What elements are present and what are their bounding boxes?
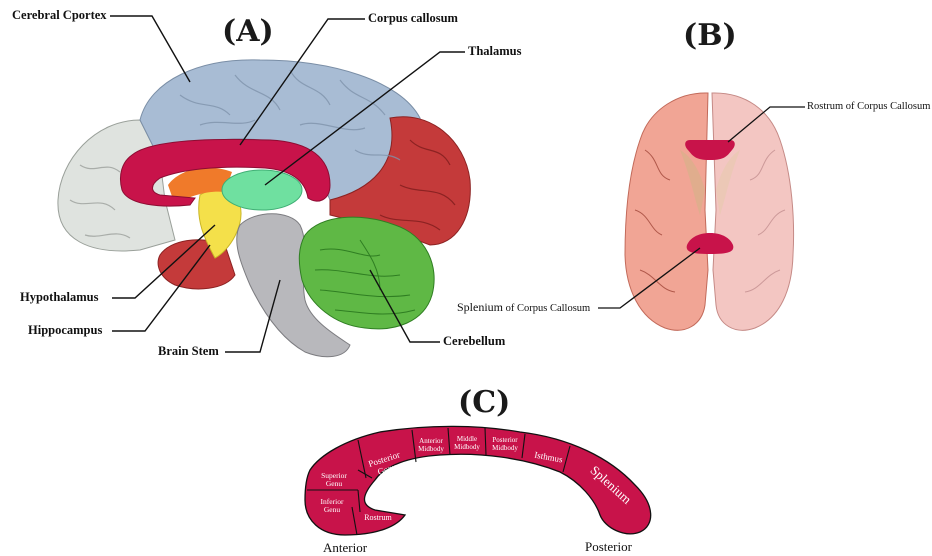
seg-middle-midbody-l2: Midbody	[454, 443, 480, 451]
seg-posterior-midbody-l1: Posterior	[492, 436, 518, 444]
seg-rostrum: Rostrum	[364, 513, 392, 522]
seg-inferior-genu-l2: Genu	[324, 505, 340, 514]
seg-superior-genu-l2: Genu	[326, 479, 342, 488]
seg-middle-midbody-l1: Middle	[457, 435, 477, 443]
seg-anterior-midbody-l2: Midbody	[418, 445, 444, 453]
seg-anterior-midbody-l1: Anterior	[419, 437, 443, 445]
seg-posterior-midbody-l2: Midbody	[492, 444, 518, 452]
label-posterior: Posterior	[585, 539, 632, 555]
